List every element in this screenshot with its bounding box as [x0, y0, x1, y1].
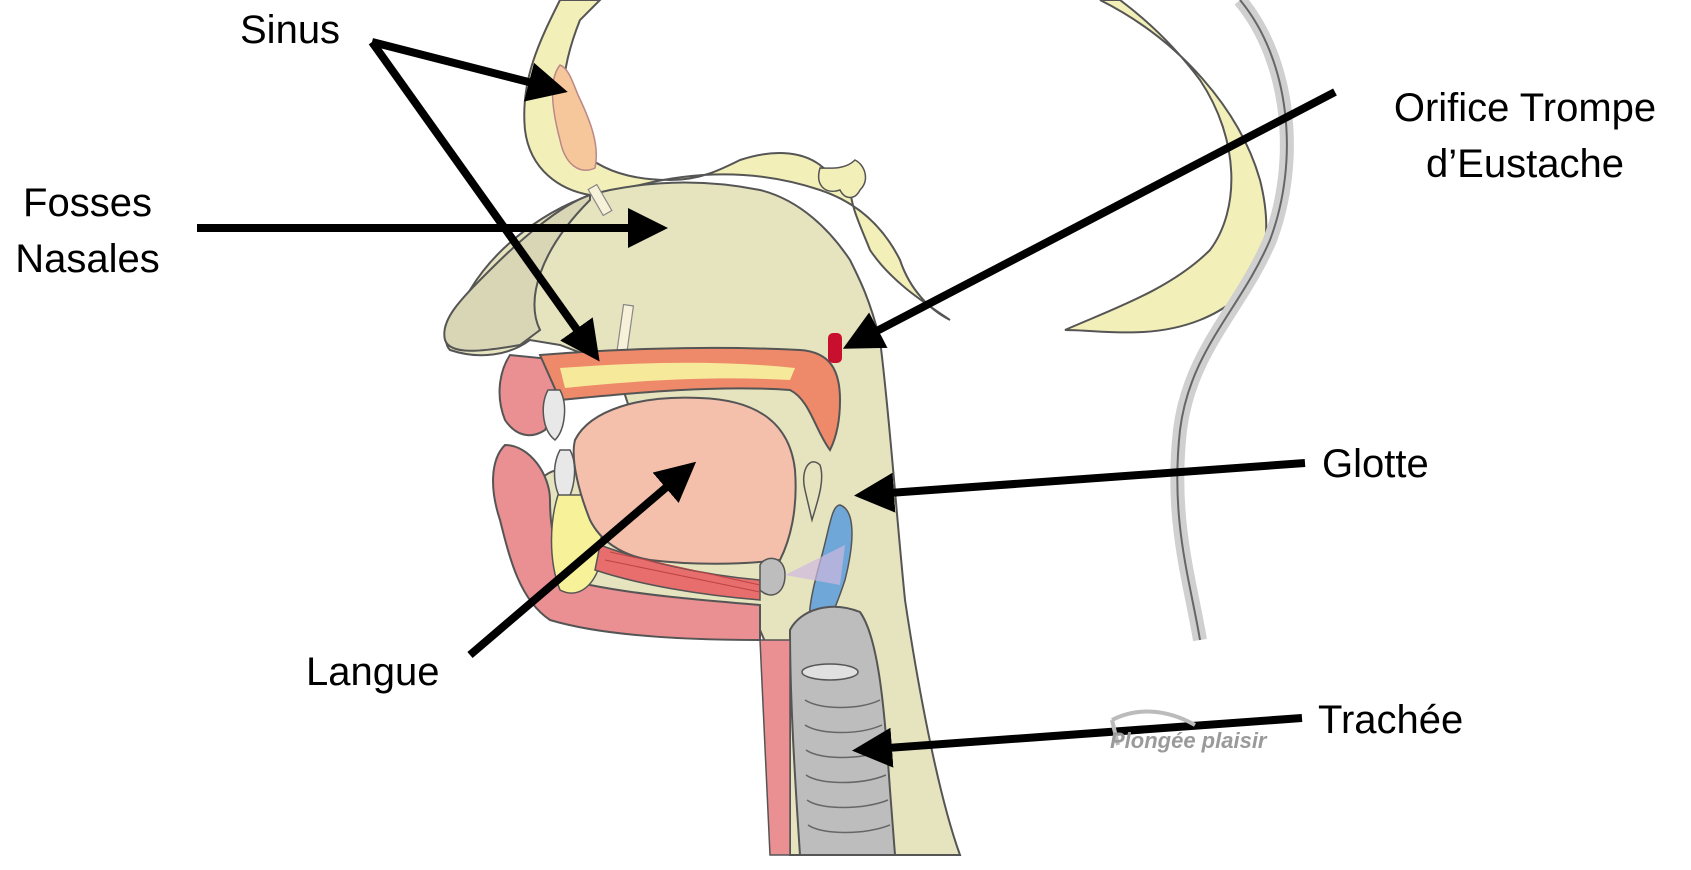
label-orifice-trompe: Orifice Trompe d’Eustache [1370, 80, 1680, 192]
upper-tooth [543, 390, 564, 440]
arrow-glotte [862, 463, 1305, 495]
label-orifice-line2: d’Eustache [1370, 136, 1680, 192]
label-sinus: Sinus [240, 2, 340, 58]
watermark-text: Plongée plaisir [1110, 728, 1267, 754]
label-fosses-nasales: Fosses Nasales [0, 175, 175, 287]
esophagus [760, 640, 790, 855]
cranium-back [1065, 0, 1266, 333]
label-orifice-line1: Orifice Trompe [1370, 80, 1680, 136]
label-fosses-line1: Fosses [0, 175, 175, 231]
label-glotte: Glotte [1322, 436, 1429, 492]
label-fosses-line2: Nasales [0, 231, 175, 287]
eustachian-orifice [828, 333, 842, 363]
label-trachee: Trachée [1318, 692, 1463, 748]
label-langue: Langue [306, 644, 439, 700]
hyoid [760, 558, 785, 595]
